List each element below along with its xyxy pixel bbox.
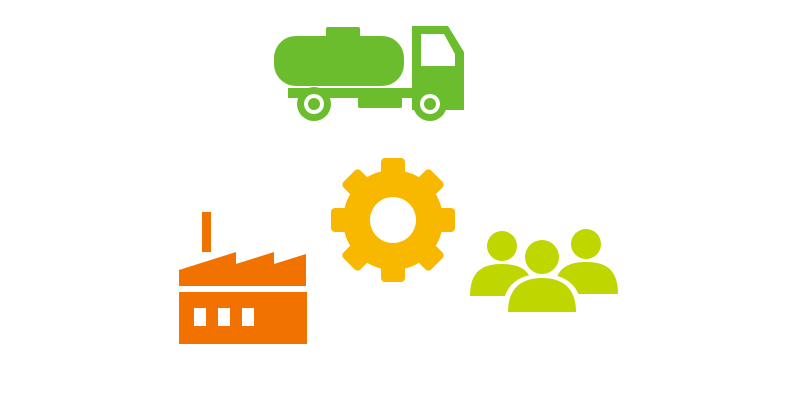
gear-icon [331,158,455,282]
factory-icon [179,212,307,344]
tanker-truck-icon [274,26,464,121]
people-group-icon [470,229,618,314]
